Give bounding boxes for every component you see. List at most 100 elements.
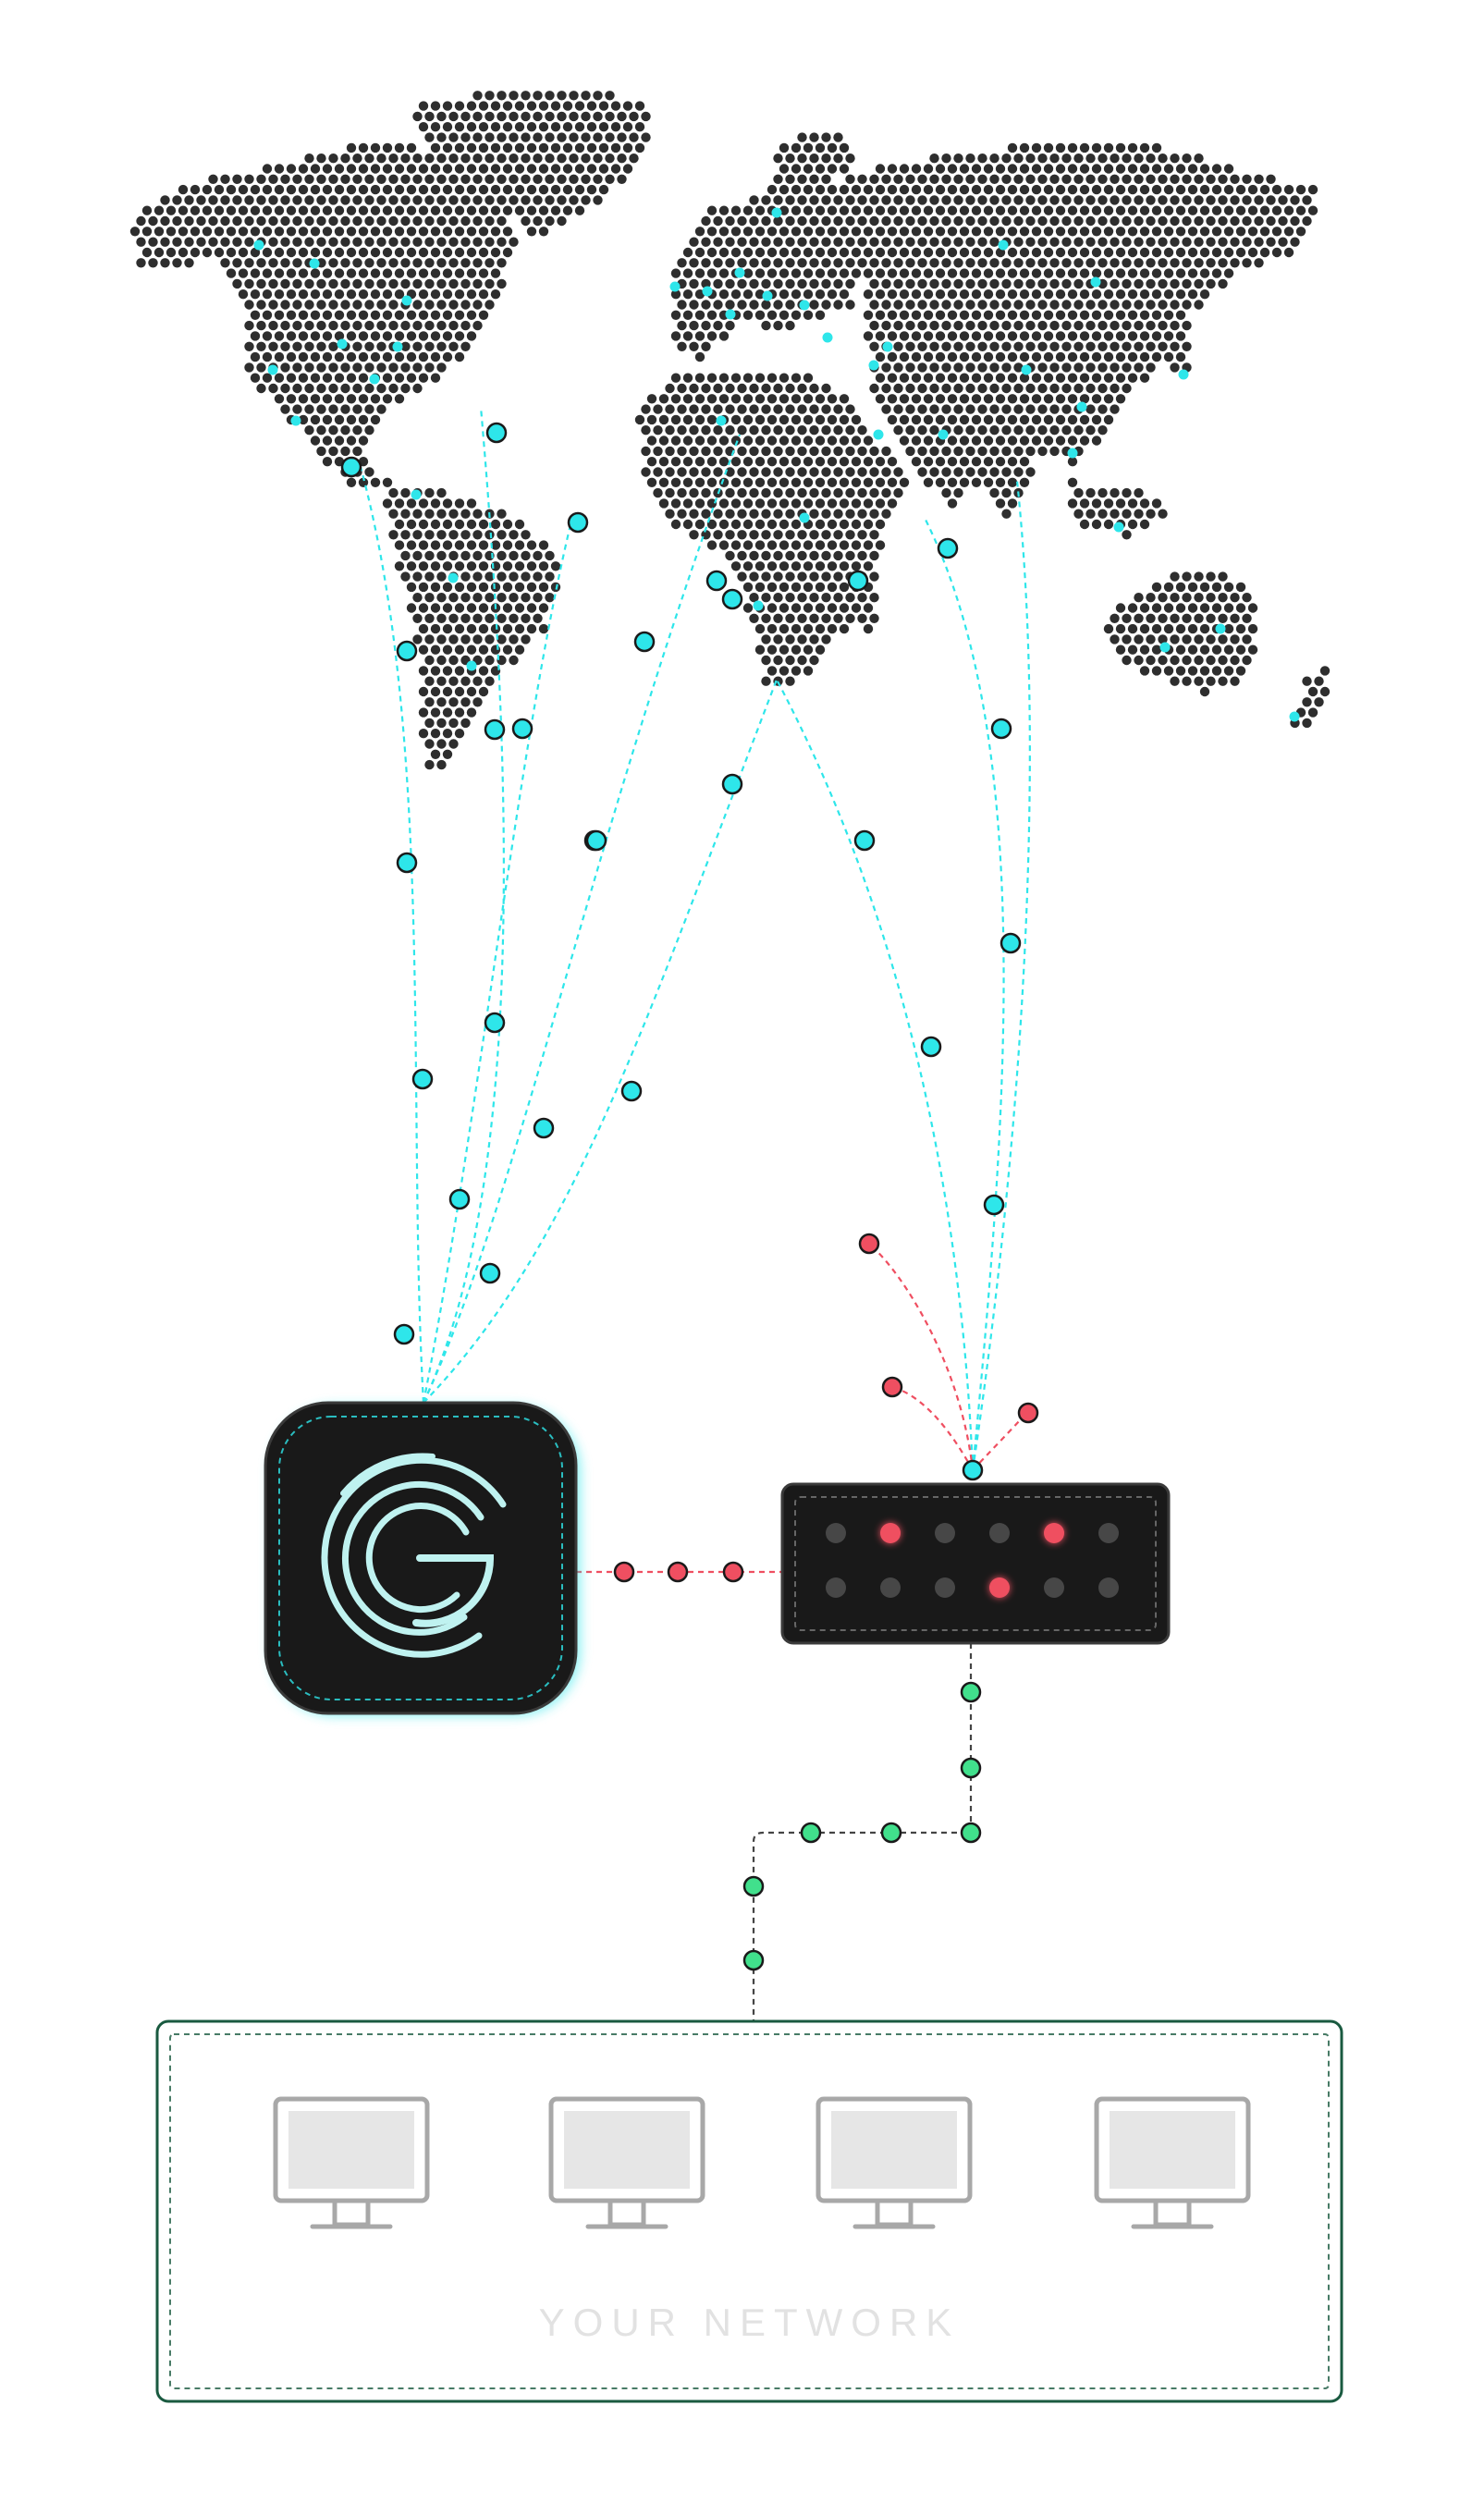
port-light (935, 1577, 955, 1598)
connection-node-icon (393, 1323, 415, 1345)
connection-node-icon (800, 1822, 822, 1844)
city-marker (369, 374, 380, 385)
connection-node-icon (448, 1188, 471, 1210)
internet-link (776, 679, 975, 1471)
port-light (1044, 1577, 1064, 1598)
connection-node-icon (585, 829, 607, 852)
connection-node-icon (960, 1757, 982, 1779)
city-marker (267, 364, 278, 375)
connection-node-icon (847, 570, 869, 592)
connection-node-icon (340, 456, 362, 478)
port-light (1098, 1523, 1119, 1543)
gateway-device (264, 1401, 581, 1716)
city-marker (1021, 364, 1032, 375)
city-marker (799, 300, 810, 311)
city-marker (290, 415, 301, 426)
connection-node-icon (853, 829, 876, 852)
city-marker (753, 600, 764, 611)
network-label: YOUR NETWORK (538, 2301, 961, 2344)
router-switch-icon (826, 1523, 1119, 1598)
port-light (826, 1523, 846, 1543)
city-marker (702, 286, 713, 297)
city-marker (873, 429, 884, 440)
lan-link (752, 1643, 973, 2021)
monitor-icon (273, 2096, 430, 2229)
threat-link (868, 1243, 975, 1471)
port-active-light (989, 1577, 1010, 1598)
threat-link (972, 1412, 1027, 1471)
city-marker (716, 415, 727, 426)
connection-node-icon (990, 718, 1012, 740)
port-active-light (880, 1523, 901, 1543)
connection-node-icon (613, 1561, 635, 1583)
connection-node-icon (960, 1681, 982, 1703)
world-map-icon (129, 91, 1331, 770)
city-marker (762, 290, 773, 301)
connection-node-icon (411, 1068, 434, 1090)
city-marker (1215, 623, 1226, 634)
connection-node-icon (722, 1561, 744, 1583)
connection-node-icon (567, 511, 589, 534)
city-marker (669, 281, 681, 292)
connection-node-icon (484, 1012, 506, 1034)
city-marker (392, 341, 403, 352)
connection-node-icon (479, 1262, 501, 1284)
connection-node-icon (920, 1036, 942, 1058)
city-marker (734, 267, 745, 278)
g-logo-icon (321, 1453, 507, 1658)
connection-node-icon (937, 537, 959, 559)
connection-node-icon (511, 718, 534, 740)
city-marker (448, 572, 459, 583)
connection-node-icon (881, 1376, 903, 1398)
city-marker (725, 309, 736, 320)
connection-node-icon (1000, 932, 1022, 954)
internet-link (422, 512, 575, 1404)
router-device (780, 1482, 1171, 1645)
connection-node-icon (983, 1194, 1005, 1216)
city-marker (799, 512, 810, 523)
city-marker (1113, 522, 1124, 533)
city-marker (998, 239, 1009, 251)
city-marker (337, 338, 348, 350)
connection-node-icon (721, 588, 743, 610)
connection-node-icon (742, 1949, 765, 1971)
port-light (880, 1577, 901, 1598)
city-marker (1159, 642, 1171, 653)
internet-link (423, 434, 742, 1404)
connection-nodes (340, 422, 1039, 1971)
city-marker (253, 239, 264, 251)
connection-node-icon (485, 422, 508, 444)
city-marker (882, 341, 893, 352)
city-marker (401, 295, 412, 306)
connection-node-icon (633, 631, 656, 653)
connection-node-icon (620, 1080, 643, 1102)
connection-node-icon (667, 1561, 689, 1583)
connection-node-icon (533, 1117, 555, 1139)
city-marker (1067, 448, 1078, 459)
connection-node-icon (1017, 1402, 1039, 1424)
computers (273, 2096, 1251, 2229)
city-marker (1178, 369, 1189, 380)
city-marker (466, 660, 477, 671)
network-container (155, 2019, 1343, 2403)
connection-node-icon (705, 570, 728, 592)
internet-link (423, 406, 505, 1404)
city-markers (253, 207, 1300, 722)
connection-node-icon (858, 1233, 880, 1255)
city-marker (938, 429, 949, 440)
internet-link (423, 679, 779, 1404)
city-marker (822, 332, 833, 343)
connection-node-icon (396, 640, 418, 662)
port-light (989, 1523, 1010, 1543)
internet-link (971, 480, 1031, 1471)
internet-link (359, 466, 425, 1404)
connection-node-icon (960, 1822, 982, 1844)
city-marker (771, 207, 782, 218)
connection-node-icon (742, 1875, 765, 1897)
connection-node-icon (721, 773, 743, 795)
port-active-light (1044, 1523, 1064, 1543)
port-light (935, 1523, 955, 1543)
connection-node-icon (880, 1822, 902, 1844)
city-marker (1090, 276, 1101, 288)
